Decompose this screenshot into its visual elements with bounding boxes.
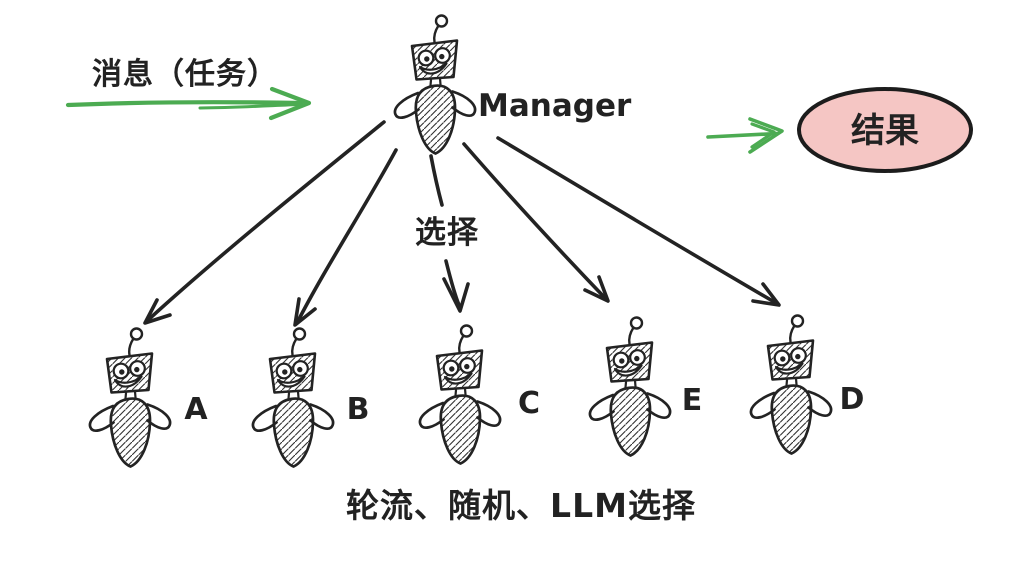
select-label: 选择 — [415, 215, 479, 251]
input-task-label: 消息（任务） — [92, 57, 278, 92]
arrow-to-worker-c — [429, 154, 470, 313]
result-arrow — [706, 117, 784, 154]
worker-label-e: E — [682, 383, 703, 418]
arrow-to-worker-d — [496, 136, 781, 307]
arrow-to-worker-e — [462, 142, 610, 303]
input-arrow — [65, 86, 312, 121]
arrow-to-worker-a — [143, 120, 386, 325]
result-label: 结果 — [851, 111, 919, 151]
result-ellipse — [797, 87, 973, 173]
worker-label-a: A — [184, 392, 208, 427]
worker-label-d: D — [840, 382, 865, 417]
arrow-to-worker-b — [293, 148, 398, 327]
strategy-label: 轮流、随机、LLM选择 — [346, 486, 696, 525]
worker-label-b: B — [347, 392, 370, 427]
manager-label: Manager — [478, 88, 632, 124]
worker-label-c: C — [518, 386, 540, 421]
